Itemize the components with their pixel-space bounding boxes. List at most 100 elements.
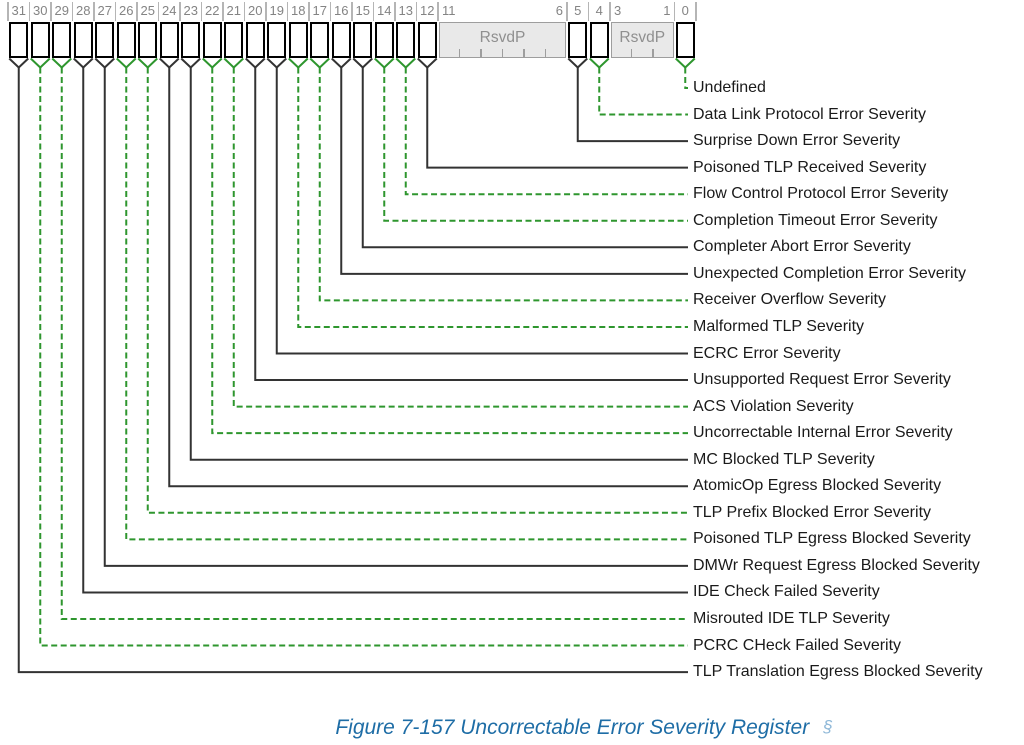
bit-separator <box>351 2 353 21</box>
bit-number-12: 12 <box>420 3 435 18</box>
funnel-bit-15 <box>352 57 373 69</box>
field-label-bit-5: Surprise Down Error Severity <box>693 132 901 150</box>
field-label-bit-4: Data Link Protocol Error Severity <box>693 105 926 123</box>
bit-box-31 <box>9 22 29 58</box>
field-label-bit-29: Misrouted IDE TLP Severity <box>693 610 890 627</box>
wire-bit-12 <box>426 67 688 169</box>
field-label-bit-21: ACS Violation Severity <box>693 397 854 415</box>
funnel-bit-17 <box>309 57 330 69</box>
bit-separator <box>329 2 332 21</box>
funnel-bit-13 <box>395 57 416 69</box>
funnel-bit-28 <box>73 57 94 69</box>
funnel-bit-25 <box>137 57 158 69</box>
funnel-bit-18 <box>288 57 309 69</box>
bit-number-16: 16 <box>334 3 349 18</box>
wire-bit-16 <box>340 67 688 275</box>
bit-number-23: 23 <box>183 3 198 18</box>
wire-bit-20 <box>254 67 688 382</box>
section-link-icon[interactable]: § <box>823 717 833 736</box>
funnel-bit-23 <box>180 57 201 69</box>
funnel-bit-21 <box>223 57 244 69</box>
funnel-bit-26 <box>116 57 137 69</box>
wire-bit-28 <box>82 67 688 594</box>
bit-box-5 <box>568 22 588 58</box>
bit-number-5: 5 <box>574 3 582 18</box>
wire-bit-21 <box>232 67 688 408</box>
bit-number-30: 30 <box>33 3 48 18</box>
bit-separator <box>415 2 418 21</box>
wire-bit-31 <box>17 67 688 674</box>
bit-number-0: 0 <box>681 3 689 18</box>
bit-box-20 <box>245 22 265 58</box>
bit-box-19 <box>267 22 287 58</box>
bit-separator <box>566 2 568 21</box>
bit-box-25 <box>138 22 158 58</box>
field-label-bit-16: Unexpected Completion Error Severity <box>693 264 967 282</box>
bit-box-27 <box>95 22 115 58</box>
field-label-bit-25: TLP Prefix Blocked Error Severity <box>693 503 932 521</box>
bit-box-22 <box>202 22 222 58</box>
wire-bit-19 <box>275 67 688 355</box>
funnel-bit-27 <box>94 57 115 69</box>
funnel-bit-4 <box>589 57 610 69</box>
field-label-bit-23: MC Blocked TLP Severity <box>693 450 875 468</box>
wire-bit-22 <box>211 67 688 435</box>
wire-bit-14 <box>383 67 688 222</box>
bit-box-28 <box>73 22 93 58</box>
bit-number-25: 25 <box>140 3 155 18</box>
field-label-bit-31: TLP Translation Egress Blocked Severity <box>693 663 983 681</box>
bit-separator <box>93 2 95 21</box>
wire-bit-29 <box>60 67 688 620</box>
bit-number-3: 3 <box>614 3 622 18</box>
wire-bit-17 <box>318 67 688 302</box>
field-label-bit-22: Uncorrectable Internal Error Severity <box>693 424 953 442</box>
bit-box-0 <box>675 22 695 58</box>
bit-box-23 <box>181 22 201 58</box>
reserved-bit-tick <box>501 48 504 57</box>
reserved-bit-tick <box>544 48 547 57</box>
bit-separator <box>157 2 160 21</box>
bit-number-29: 29 <box>54 3 69 18</box>
bit-box-13 <box>396 22 416 58</box>
bit-number-1: 1 <box>663 3 671 18</box>
bit-number-15: 15 <box>355 3 370 18</box>
figure-caption-text: Figure 7-157 Uncorrectable Error Severit… <box>335 716 810 739</box>
funnel-bit-22 <box>202 57 223 69</box>
bit-number-4: 4 <box>595 3 603 18</box>
bit-box-24 <box>159 22 179 58</box>
bit-box-30 <box>30 22 50 58</box>
bit-number-27: 27 <box>97 3 112 18</box>
bit-box-21 <box>224 22 244 58</box>
wire-bit-4 <box>598 67 688 116</box>
wire-bit-0 <box>684 67 688 89</box>
field-label-bit-30: PCRC CHeck Failed Severity <box>693 636 902 654</box>
funnel-bit-5 <box>567 57 588 69</box>
bit-separator <box>265 2 267 21</box>
field-label-bit-14: Completion Timeout Error Severity <box>693 211 938 229</box>
field-label-bit-18: Malformed TLP Severity <box>693 317 865 335</box>
bit-separator <box>609 2 611 21</box>
field-label-bit-20: Unsupported Request Error Severity <box>693 371 951 389</box>
bit-number-28: 28 <box>76 3 91 18</box>
bit-number-11: 11 <box>442 3 456 18</box>
reserved-bit-tick <box>480 48 482 57</box>
field-label-bit-26: Poisoned TLP Egress Blocked Severity <box>693 530 971 548</box>
bit-box-4 <box>589 22 609 58</box>
wire-bit-5 <box>576 67 688 143</box>
bit-number-22: 22 <box>205 3 220 18</box>
bit-separator <box>673 2 676 21</box>
bit-box-26 <box>116 22 136 58</box>
bit-number-6: 6 <box>555 3 563 18</box>
funnel-bit-12 <box>417 57 438 69</box>
bit-box-17 <box>310 22 330 58</box>
wire-bit-25 <box>146 67 688 514</box>
bit-box-29 <box>52 22 72 58</box>
figure-caption: Figure 7-157 Uncorrectable Error Severit… <box>72 716 1024 740</box>
wire-bit-26 <box>125 67 688 541</box>
field-label-bit-28: IDE Check Failed Severity <box>693 583 880 601</box>
funnel-bit-19 <box>266 57 287 69</box>
wire-bit-18 <box>297 67 688 328</box>
bit-separator <box>114 2 117 21</box>
funnel-bit-0 <box>675 57 696 69</box>
